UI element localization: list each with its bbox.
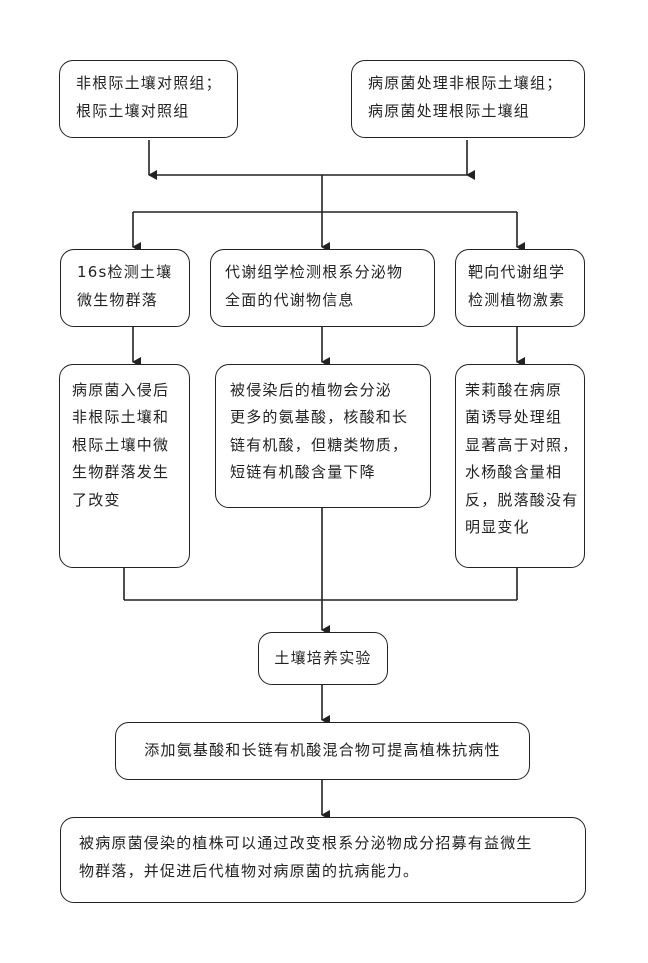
amino-acid-mixture-text: 添加氨基酸和长链有机酸混合物可提高植株抗病性	[144, 741, 501, 760]
exudate-result-box: 被侵染后的植物会分泌 更多的氨基酸，核酸和长 链有机酸，但糖类物质， 短链有机酸…	[215, 364, 431, 508]
metabolomics-box: 代谢组学检测根系分泌物 全面的代谢物信息	[210, 249, 435, 327]
microbial-community-result-box: 病原菌入侵后 非根际土壤和 根际土壤中微 生物群落发生 了改变	[59, 364, 190, 568]
pathogen-groups-text: 病原菌处理非根际土壤组； 病原菌处理根际土壤组	[368, 74, 563, 120]
control-groups-text: 非根际土壤对照组； 根际土壤对照组	[76, 74, 222, 120]
soil-culture-box: 土壤培养实验	[258, 632, 388, 685]
targeted-metabolomics-text: 靶向代谢组学 检测植物激素	[468, 263, 566, 309]
metabolomics-text: 代谢组学检测根系分泌物 全面的代谢物信息	[225, 263, 404, 309]
microbial-community-result-text: 病原菌入侵后 非根际土壤和 根际土壤中微 生物群落发生 了改变	[72, 381, 170, 509]
conclusion-text: 被病原菌侵染的植株可以通过改变根系分泌物成分招募有益微生 物群落，并促进后代植物…	[79, 834, 533, 880]
hormone-result-text: 茉莉酸在病原 菌诱导处理组 显著高于对照， 水杨酸含量相 反，脱落酸没有 明显变…	[465, 381, 579, 537]
exudate-result-text: 被侵染后的植物会分泌 更多的氨基酸，核酸和长 链有机酸，但糖类物质， 短链有机酸…	[230, 381, 409, 482]
conclusion-box: 被病原菌侵染的植株可以通过改变根系分泌物成分招募有益微生 物群落，并促进后代植物…	[60, 817, 586, 903]
targeted-metabolomics-box: 靶向代谢组学 检测植物激素	[455, 249, 585, 327]
pathogen-groups-box: 病原菌处理非根际土壤组； 病原菌处理根际土壤组	[351, 60, 585, 138]
16s-detection-text: 16s检测土壤 微生物群落	[77, 263, 173, 309]
hormone-result-box: 茉莉酸在病原 菌诱导处理组 显著高于对照， 水杨酸含量相 反，脱落酸没有 明显变…	[455, 364, 585, 568]
amino-acid-mixture-box: 添加氨基酸和长链有机酸混合物可提高植株抗病性	[115, 722, 530, 780]
control-groups-box: 非根际土壤对照组； 根际土壤对照组	[59, 60, 238, 138]
soil-culture-text: 土壤培养实验	[274, 648, 372, 667]
16s-detection-box: 16s检测土壤 微生物群落	[60, 249, 190, 327]
